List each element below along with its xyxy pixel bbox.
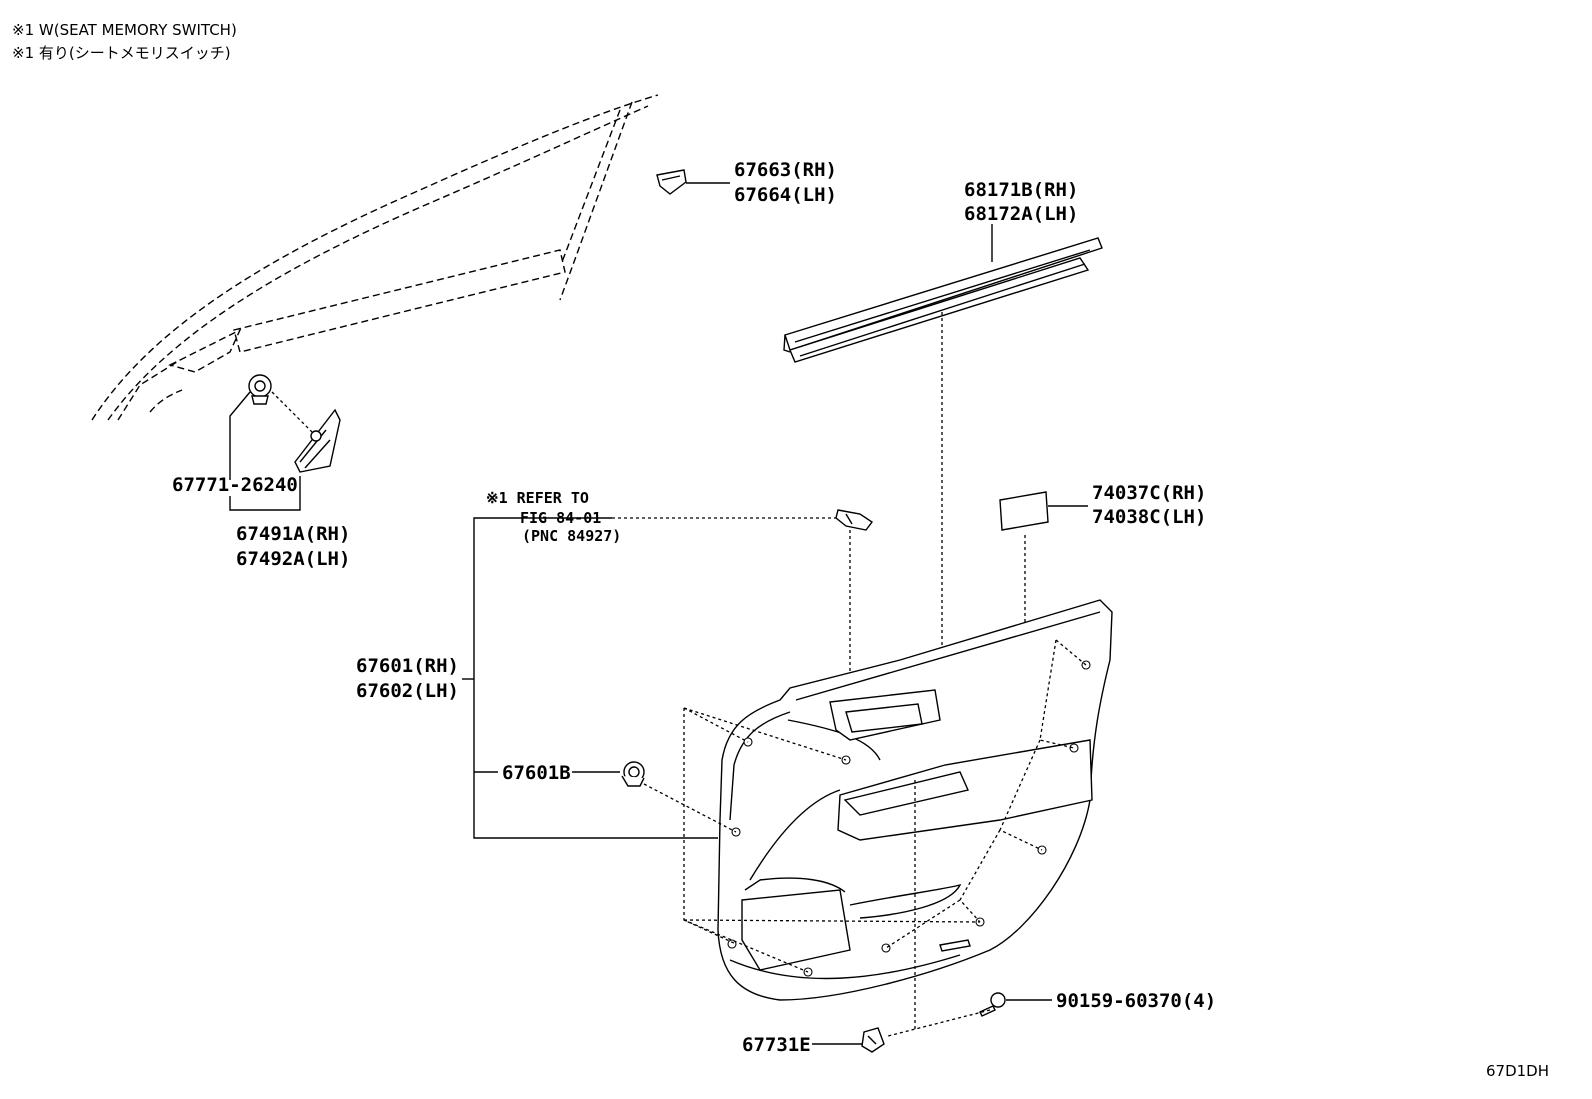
refer-to-line3: (PNC 84927): [522, 527, 621, 545]
corner-cover-part[interactable]: 67663(RH) 67664(LH): [656, 159, 837, 206]
callout-67664: 67664(LH): [734, 184, 837, 206]
screw-part[interactable]: 90159-60370(4): [887, 780, 1216, 1037]
callout-74038c: 74038C(LH): [1092, 506, 1206, 528]
door-frame-outline: [91, 94, 659, 421]
seat-memory-switch-reference[interactable]: ※1 REFER TO FIG 84-01 (PNC 84927): [486, 489, 874, 712]
refer-to-line1: ※1 REFER TO: [486, 489, 589, 507]
callout-74037c: 74037C(RH): [1092, 482, 1206, 504]
callout-67771: 67771-26240: [172, 474, 298, 496]
callout-67492a: 67492A(LH): [236, 548, 350, 570]
callout-68172a: 68172A(LH): [964, 203, 1078, 225]
callout-67731e: 67731E: [742, 1034, 811, 1056]
callout-90159: 90159-60370(4): [1056, 990, 1216, 1012]
callout-67663: 67663(RH): [734, 159, 837, 181]
callout-67491a: 67491A(RH): [236, 523, 350, 545]
screw-cover-part[interactable]: 67731E: [742, 1027, 885, 1056]
seat-memory-note-en: ※1 W(SEAT MEMORY SWITCH): [12, 21, 237, 39]
callout-67601b: 67601B: [502, 762, 571, 784]
diagram-code: 67D1DH: [1486, 1062, 1549, 1080]
panel-callout: 67601(RH) 67602(LH): [356, 517, 718, 839]
callout-67601: 67601(RH): [356, 655, 459, 677]
callout-67602: 67602(LH): [356, 680, 459, 702]
clip-leader-lines: [683, 639, 1087, 973]
seat-memory-note-jp: ※1 有り(シートメモリスイッチ): [12, 44, 231, 62]
callout-68171b: 68171B(RH): [964, 179, 1078, 201]
mirror-bracket-part[interactable]: 67771-26240 67491A(RH) 67492A(LH): [172, 374, 350, 570]
trim-clip-part[interactable]: 67601B: [474, 761, 737, 833]
trim-pad-part[interactable]: 74037C(RH) 74038C(LH): [937, 482, 1206, 700]
weatherstrip-part[interactable]: 68171B(RH) 68172A(LH): [783, 179, 1103, 762]
